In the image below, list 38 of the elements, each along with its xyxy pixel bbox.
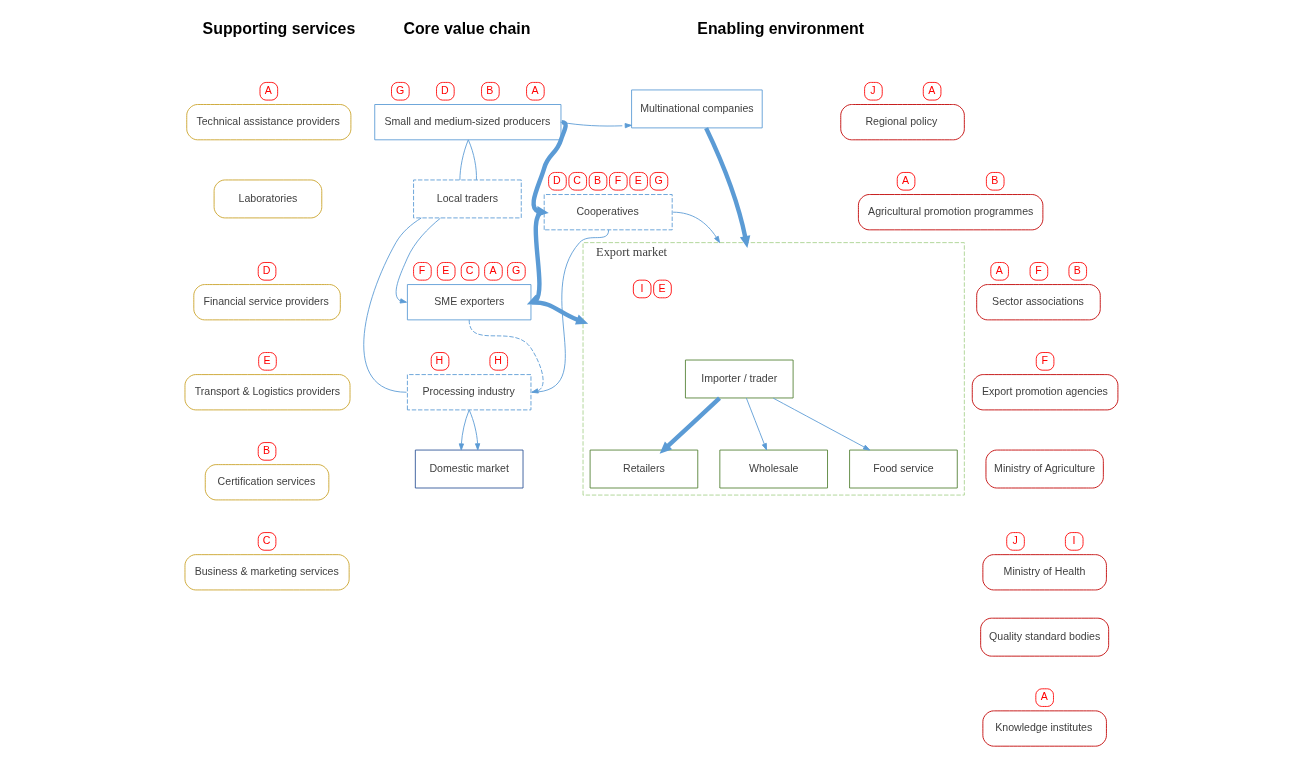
node-label: A [264,84,272,96]
node-label: A [995,264,1003,277]
node-label: B [990,174,998,187]
node-label: B [262,444,270,457]
node-label: A [1040,690,1048,703]
node-label: D [262,264,270,277]
node-label: C [572,174,581,187]
node-label: H [435,354,443,367]
node-label: C [465,264,473,277]
node-label: I [639,281,643,294]
node-label: D [440,84,449,96]
node-label: G [654,174,663,187]
node-label: F [614,174,621,187]
node-label: E [634,174,642,187]
node-label: F [1034,264,1042,277]
label: Enabling environment [696,19,864,37]
node-label: A [901,174,909,187]
node-label: E [658,281,666,294]
node-label: A [927,84,935,96]
label: Core value chain [402,19,530,37]
node-label: E [441,264,449,277]
node-label: B [485,84,493,96]
label: Supporting services [202,19,355,37]
node-label: D [552,174,561,187]
node-label: I [1071,534,1075,547]
node-label: G [395,84,404,96]
node-label: C [262,534,270,547]
node-label: B [1073,264,1081,277]
node-label: J [869,84,876,96]
node-label: J [1011,534,1018,547]
node-label: E [263,354,271,367]
node-label: A [530,84,538,96]
node-label: G [511,264,520,277]
node-label: F [1041,354,1048,367]
node-label: A [488,264,497,277]
node-label: B [593,174,601,187]
node-label: H [493,354,502,367]
node-label: F [418,264,425,277]
